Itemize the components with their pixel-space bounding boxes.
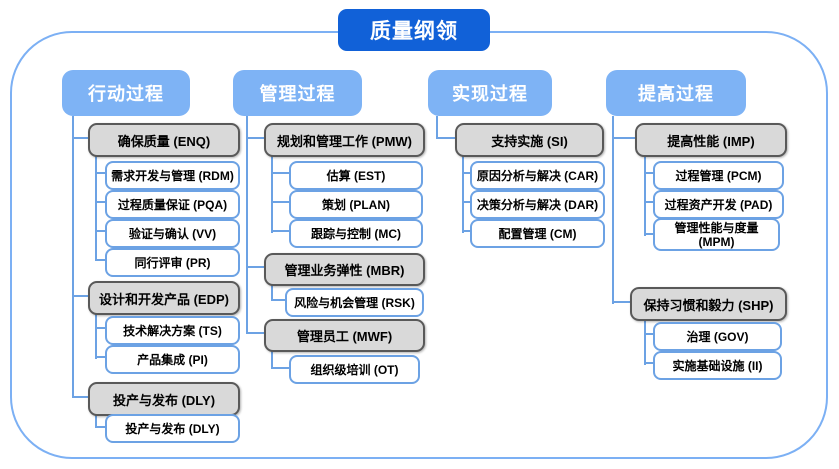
connector-line bbox=[612, 116, 614, 304]
column-header-improvement-process: 提高过程 bbox=[606, 70, 746, 116]
node-pmw: 规划和管理工作 (PMW) bbox=[264, 123, 425, 157]
node-pi: 产品集成 (PI) bbox=[105, 345, 240, 374]
connector-line bbox=[644, 172, 654, 174]
connector-line bbox=[246, 332, 265, 334]
connector-line bbox=[644, 362, 654, 364]
connector-line bbox=[462, 153, 464, 233]
connector-line bbox=[95, 259, 106, 261]
node-dar: 决策分析与解决 (DAR) bbox=[470, 190, 605, 219]
connector-line bbox=[644, 201, 654, 203]
connector-line bbox=[612, 137, 636, 139]
node-gov: 治理 (GOV) bbox=[653, 322, 782, 351]
node-est: 估算 (EST) bbox=[289, 161, 423, 190]
connector-line bbox=[95, 327, 106, 329]
connector-line bbox=[271, 153, 273, 233]
node-rdm: 需求开发与管理 (RDM) bbox=[105, 161, 240, 190]
connector-line bbox=[72, 116, 74, 398]
node-plan: 策划 (PLAN) bbox=[289, 190, 423, 219]
connector-line bbox=[271, 172, 290, 174]
connector-line bbox=[644, 333, 654, 335]
node-mwf: 管理员工 (MWF) bbox=[264, 319, 425, 352]
diagram-title: 质量纲领 bbox=[338, 9, 490, 51]
connector-line bbox=[95, 426, 106, 428]
connector-line bbox=[644, 233, 654, 235]
connector-line bbox=[271, 230, 290, 232]
node-edp: 设计和开发产品 (EDP) bbox=[88, 281, 240, 315]
node-ts: 技术解决方案 (TS) bbox=[105, 316, 240, 345]
node-mpm: 管理性能与度量 (MPM) bbox=[653, 218, 780, 251]
node-car: 原因分析与解决 (CAR) bbox=[470, 161, 605, 190]
connector-line bbox=[72, 396, 89, 398]
connector-line bbox=[436, 137, 456, 139]
connector-line bbox=[246, 137, 265, 139]
connector-line bbox=[271, 299, 286, 301]
node-vv: 验证与确认 (VV) bbox=[105, 219, 240, 248]
connector-line bbox=[72, 137, 89, 139]
node-dly-sub: 投产与发布 (DLY) bbox=[105, 414, 240, 443]
node-pqa: 过程质量保证 (PQA) bbox=[105, 190, 240, 219]
node-mbr: 管理业务弹性 (MBR) bbox=[264, 253, 425, 286]
connector-line bbox=[644, 153, 646, 236]
node-mc: 跟踪与控制 (MC) bbox=[289, 219, 423, 248]
connector-line bbox=[271, 282, 273, 301]
node-pcm: 过程管理 (PCM) bbox=[653, 161, 784, 190]
column-header-implementation-process: 实现过程 bbox=[428, 70, 552, 116]
connector-line bbox=[644, 317, 646, 365]
column-header-management-process: 管理过程 bbox=[233, 70, 362, 116]
connector-line bbox=[271, 348, 273, 369]
node-si: 支持实施 (SI) bbox=[455, 123, 604, 157]
connector-line bbox=[95, 311, 97, 359]
column-header-action-process: 行动过程 bbox=[62, 70, 190, 116]
connector-line bbox=[436, 116, 438, 139]
connector-line bbox=[462, 172, 471, 174]
node-ot: 组织级培训 (OT) bbox=[289, 355, 420, 384]
node-ii: 实施基础设施 (II) bbox=[653, 351, 782, 380]
connector-line bbox=[95, 356, 106, 358]
connector-line bbox=[246, 266, 265, 268]
node-pad: 过程资产开发 (PAD) bbox=[653, 190, 784, 219]
node-imp: 提高性能 (IMP) bbox=[635, 123, 787, 157]
connector-line bbox=[72, 295, 89, 297]
connector-line bbox=[95, 153, 97, 261]
node-dly: 投产与发布 (DLY) bbox=[88, 382, 240, 416]
connector-line bbox=[95, 412, 97, 428]
node-pr: 同行评审 (PR) bbox=[105, 248, 240, 277]
connector-line bbox=[95, 172, 106, 174]
connector-line bbox=[246, 116, 248, 334]
connector-line bbox=[271, 201, 290, 203]
connector-line bbox=[462, 230, 471, 232]
node-rsk: 风险与机会管理 (RSK) bbox=[285, 288, 424, 317]
connector-line bbox=[612, 301, 631, 303]
connector-line bbox=[271, 367, 290, 369]
connector-line bbox=[95, 201, 106, 203]
node-cm: 配置管理 (CM) bbox=[470, 219, 605, 248]
node-shp: 保持习惯和毅力 (SHP) bbox=[630, 287, 787, 321]
connector-line bbox=[462, 201, 471, 203]
connector-line bbox=[95, 230, 106, 232]
node-enq: 确保质量 (ENQ) bbox=[88, 123, 240, 157]
